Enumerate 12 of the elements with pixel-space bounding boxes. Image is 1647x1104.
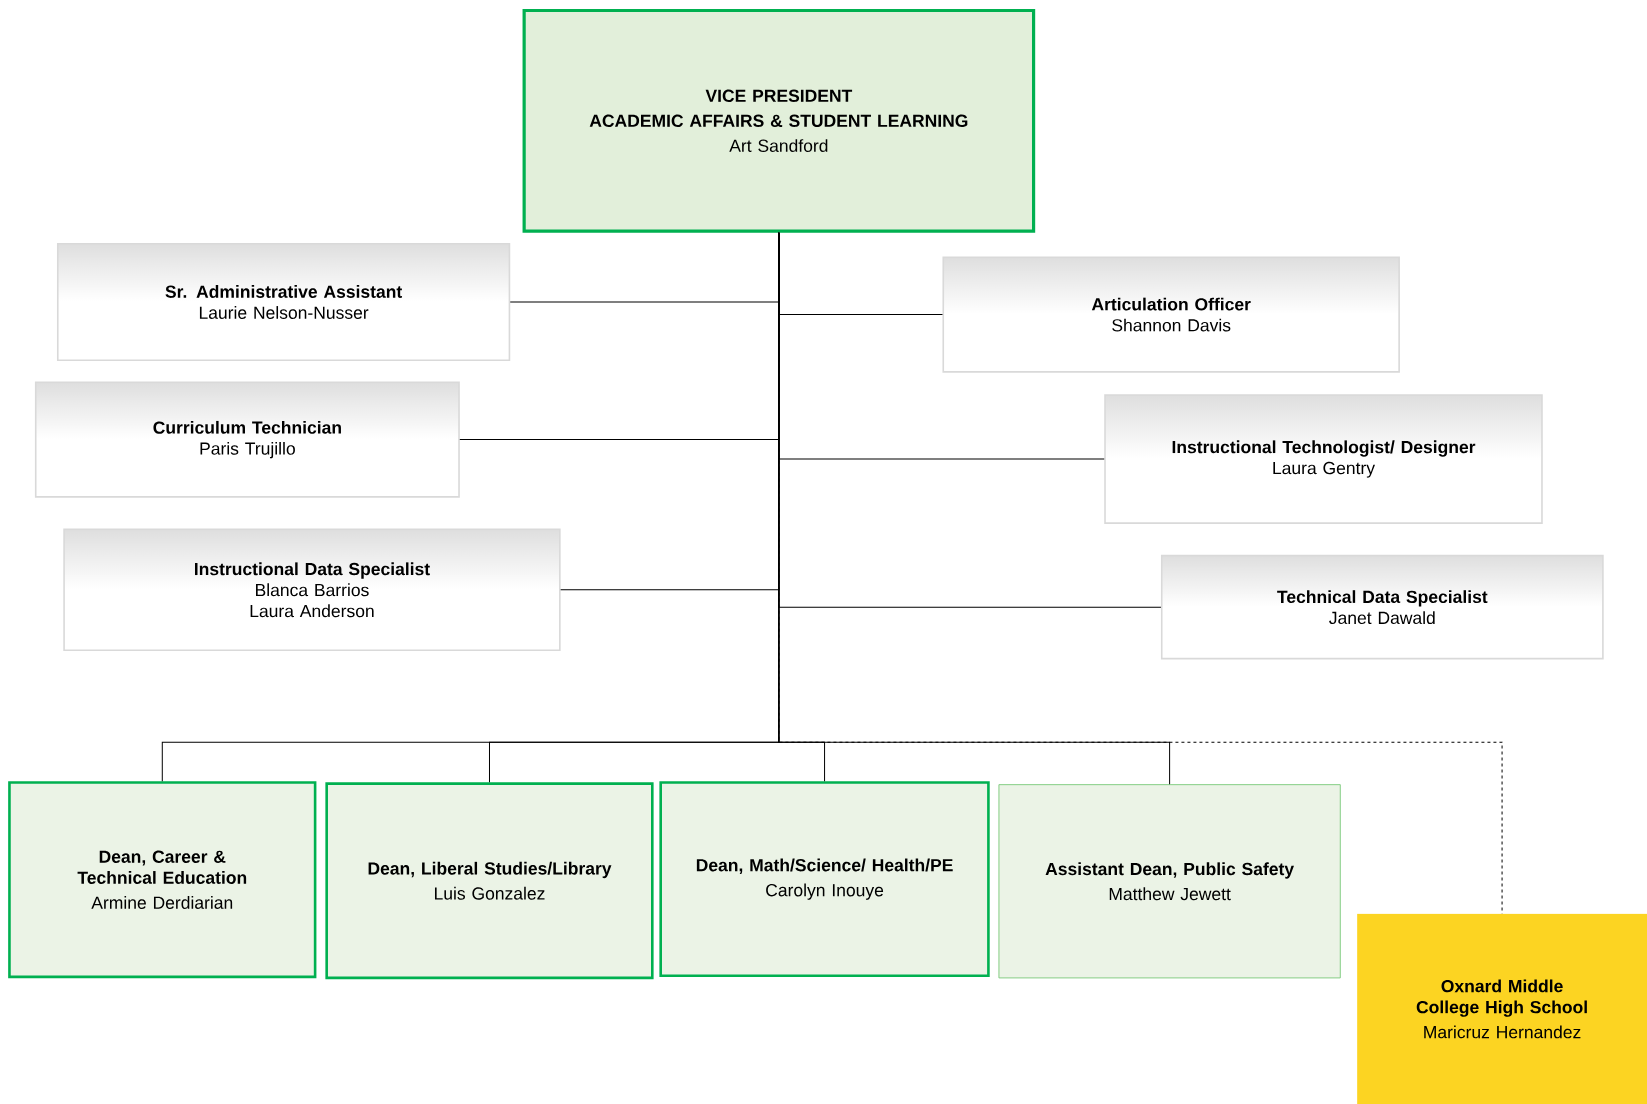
staff-box: Sr. Administrative Assistant Laurie Nelson-Nusser	[56, 242, 511, 362]
dean-box: Dean, Liberal Studies/Library Luis Gonzalez	[325, 782, 654, 980]
staff-box: Articulation Officer Shannon Davis	[942, 256, 1400, 373]
dean-box: Dean, Math/Science/ Health/PE Carolyn Inouye	[659, 781, 990, 978]
staff-box: Instructional Technologist/ Designer Laura Gentry	[1104, 394, 1543, 524]
vice-president-box: VICE PRESIDENT ACADEMIC AFFAIRS & STUDENT LEARNING Art Sandford	[522, 8, 1036, 233]
dean-box: Dean, Career & Technical Education Armine Derdiarian	[8, 781, 317, 979]
staff-box: Curriculum Technician Paris Trujillo	[34, 381, 460, 498]
dean-box: Assistant Dean, Public Safety Matthew Jewett	[998, 784, 1341, 979]
staff-box: Instructional Data Specialist Blanca Barrios Laura Anderson	[63, 528, 561, 651]
school-box: Oxnard Middle College High School Maricruz Hernandez	[1357, 913, 1647, 1104]
staff-box: Technical Data Specialist Janet Dawald	[1160, 554, 1604, 660]
